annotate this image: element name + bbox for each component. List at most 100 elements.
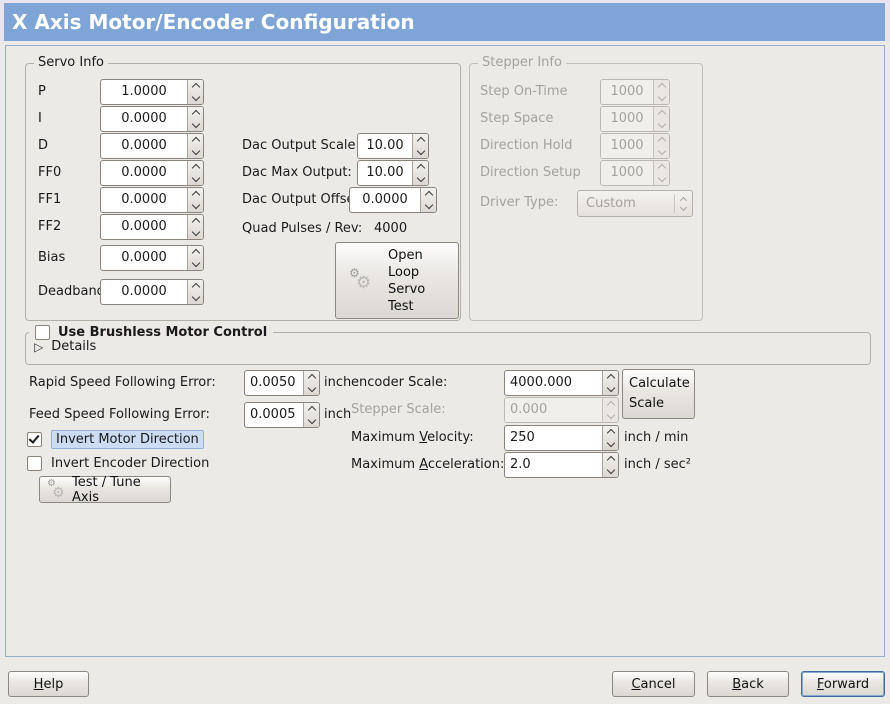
feed-following-error-input[interactable]: 0.0005 bbox=[250, 407, 296, 422]
ff2-spinbox[interactable]: 0.0000 bbox=[100, 214, 204, 240]
invert-encoder-direction-checkbox[interactable] bbox=[27, 456, 42, 471]
deadband-spinbox[interactable]: 0.0000 bbox=[100, 279, 204, 305]
spin-buttons[interactable] bbox=[187, 280, 203, 304]
open-loop-servo-test-button[interactable]: ⚙ ⚙ Open Loop Servo Test bbox=[335, 242, 459, 319]
spin-down-button[interactable] bbox=[603, 438, 618, 450]
spin-up-button[interactable] bbox=[603, 426, 618, 438]
invert-encoder-direction-row[interactable]: Invert Encoder Direction bbox=[27, 456, 209, 471]
spin-down-button[interactable] bbox=[188, 258, 203, 270]
spin-up-button[interactable] bbox=[413, 161, 428, 173]
p-spinbox[interactable]: 1.0000 bbox=[100, 79, 204, 105]
spin-buttons[interactable] bbox=[187, 246, 203, 270]
details-expander[interactable]: ▷ Details bbox=[34, 339, 96, 354]
maximum-velocity-input[interactable]: 250 bbox=[510, 430, 535, 445]
spin-buttons[interactable] bbox=[412, 134, 428, 158]
back-button[interactable]: Back bbox=[707, 671, 789, 697]
spin-up-button[interactable] bbox=[603, 371, 618, 383]
ff2-input[interactable]: 0.0000 bbox=[121, 219, 167, 234]
feed-following-error-spinbox[interactable]: 0.0005 bbox=[244, 402, 320, 428]
ff1-input[interactable]: 0.0000 bbox=[121, 192, 167, 207]
ff1-spinbox[interactable]: 0.0000 bbox=[100, 187, 204, 213]
spin-up-button[interactable] bbox=[421, 188, 436, 200]
spin-buttons[interactable] bbox=[187, 188, 203, 212]
spin-down-button[interactable] bbox=[188, 173, 203, 185]
spin-buttons[interactable] bbox=[187, 80, 203, 104]
spin-down-button[interactable] bbox=[413, 173, 428, 185]
spin-down-button[interactable] bbox=[188, 119, 203, 131]
spin-down-button[interactable] bbox=[413, 146, 428, 158]
spin-up-button[interactable] bbox=[188, 161, 203, 173]
spin-buttons[interactable] bbox=[420, 188, 436, 212]
spin-down-button[interactable] bbox=[188, 227, 203, 239]
dac-output-offset-input[interactable]: 0.0000 bbox=[362, 192, 408, 207]
spin-down-button[interactable] bbox=[304, 383, 319, 395]
spin-up-button[interactable] bbox=[413, 134, 428, 146]
dac-output-offset-spinbox[interactable]: 0.0000 bbox=[349, 187, 437, 213]
invert-encoder-direction-label[interactable]: Invert Encoder Direction bbox=[51, 456, 210, 471]
ff0-input[interactable]: 0.0000 bbox=[121, 165, 167, 180]
rapid-following-error-spinbox[interactable]: 0.0050 bbox=[244, 370, 320, 396]
invert-motor-direction-checkbox[interactable] bbox=[27, 432, 42, 447]
invert-motor-direction-label[interactable]: Invert Motor Direction bbox=[51, 430, 204, 449]
spin-up-button[interactable] bbox=[188, 215, 203, 227]
i-input[interactable]: 0.0000 bbox=[121, 111, 167, 126]
spin-buttons[interactable] bbox=[187, 161, 203, 185]
spin-up-button[interactable] bbox=[603, 453, 618, 465]
test-tune-axis-button[interactable]: ⚙ ⚙ Test / Tune Axis bbox=[39, 475, 171, 505]
bias-input[interactable]: 0.0000 bbox=[121, 250, 167, 265]
spin-up-button[interactable] bbox=[188, 80, 203, 92]
forward-button[interactable]: Forward bbox=[801, 671, 885, 697]
spin-buttons[interactable] bbox=[187, 215, 203, 239]
encoder-scale-input[interactable]: 4000.000 bbox=[510, 375, 573, 390]
spin-buttons[interactable] bbox=[602, 426, 618, 450]
ff0-spinbox[interactable]: 0.0000 bbox=[100, 160, 204, 186]
spin-down-button[interactable] bbox=[188, 200, 203, 212]
i-spinbox[interactable]: 0.0000 bbox=[100, 106, 204, 132]
spin-down-button[interactable] bbox=[421, 200, 436, 212]
spin-up-button[interactable] bbox=[188, 188, 203, 200]
spin-down-button[interactable] bbox=[188, 292, 203, 304]
spin-down-button[interactable] bbox=[304, 415, 319, 427]
spin-buttons[interactable] bbox=[412, 161, 428, 185]
spin-down-button[interactable] bbox=[188, 146, 203, 158]
spin-buttons[interactable] bbox=[187, 107, 203, 131]
spin-up-button[interactable] bbox=[304, 403, 319, 415]
spin-buttons[interactable] bbox=[602, 371, 618, 395]
dac-output-scale-input[interactable]: 10.00 bbox=[366, 138, 404, 153]
d-spinbox[interactable]: 0.0000 bbox=[100, 133, 204, 159]
spin-up-button[interactable] bbox=[188, 134, 203, 146]
spin-down-button[interactable] bbox=[603, 465, 618, 477]
dac-max-output-input[interactable]: 10.00 bbox=[366, 165, 404, 180]
cancel-button[interactable]: Cancel bbox=[612, 671, 695, 697]
spin-up-button[interactable] bbox=[188, 246, 203, 258]
spin-up-button[interactable] bbox=[188, 107, 203, 119]
spin-buttons[interactable] bbox=[602, 453, 618, 477]
maximum-acceleration-spinbox[interactable]: 2.0 bbox=[504, 452, 619, 478]
spin-buttons[interactable] bbox=[187, 134, 203, 158]
spin-up-button[interactable] bbox=[188, 280, 203, 292]
calculate-scale-button[interactable]: Calculate Scale bbox=[622, 369, 695, 419]
maximum-acceleration-input[interactable]: 2.0 bbox=[510, 457, 531, 472]
dac-output-scale-spinbox[interactable]: 10.00 bbox=[357, 133, 429, 159]
brushless-checkbox[interactable] bbox=[35, 324, 50, 340]
calculate-scale-label: Calculate Scale bbox=[629, 376, 690, 411]
brushless-checkbox-row[interactable]: Use Brushless Motor Control bbox=[29, 322, 274, 342]
dac-max-output-spinbox[interactable]: 10.00 bbox=[357, 160, 429, 186]
rapid-following-error-input[interactable]: 0.0050 bbox=[250, 375, 296, 390]
spin-up-button[interactable] bbox=[304, 371, 319, 383]
spin-down-button[interactable] bbox=[188, 92, 203, 104]
spin-buttons[interactable] bbox=[303, 403, 319, 427]
maximum-velocity-spinbox[interactable]: 250 bbox=[504, 425, 619, 451]
p-input[interactable]: 1.0000 bbox=[121, 84, 167, 99]
bias-spinbox[interactable]: 0.0000 bbox=[100, 245, 204, 271]
details-label[interactable]: Details bbox=[51, 339, 97, 354]
brushless-checkbox-label[interactable]: Use Brushless Motor Control bbox=[58, 324, 268, 340]
deadband-input[interactable]: 0.0000 bbox=[121, 284, 167, 299]
help-button[interactable]: Help bbox=[8, 671, 89, 697]
spin-buttons[interactable] bbox=[303, 371, 319, 395]
expander-icon[interactable]: ▷ bbox=[34, 339, 44, 354]
encoder-scale-spinbox[interactable]: 4000.000 bbox=[504, 370, 619, 396]
spin-down-button[interactable] bbox=[603, 383, 618, 395]
d-input[interactable]: 0.0000 bbox=[121, 138, 167, 153]
invert-motor-direction-row[interactable]: Invert Motor Direction bbox=[27, 430, 204, 449]
